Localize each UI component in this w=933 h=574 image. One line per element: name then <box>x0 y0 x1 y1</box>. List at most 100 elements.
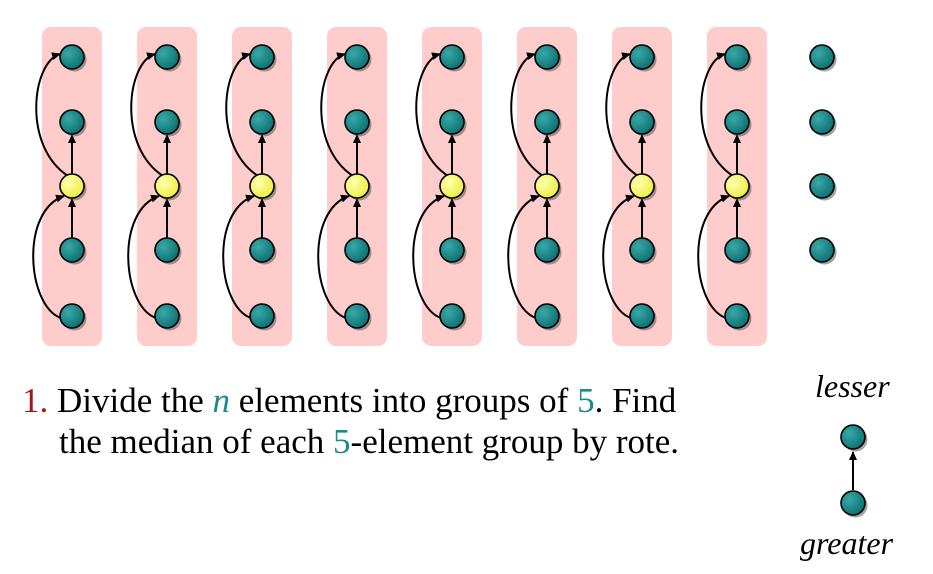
element-circle-icon <box>249 44 277 72</box>
circle-body <box>840 424 866 450</box>
group-size-number: 5 <box>577 381 595 420</box>
line2-after: -element group by rote. <box>350 422 680 461</box>
circle-body <box>59 237 85 263</box>
circle-body <box>534 303 560 329</box>
circle-body <box>249 173 275 199</box>
step-line-1: 1. Divide the n elements into groups of … <box>22 380 679 421</box>
circle-body <box>724 173 750 199</box>
circle-body <box>344 237 370 263</box>
circle-body <box>344 303 370 329</box>
element-circle-icon <box>154 109 182 137</box>
circle-body <box>724 109 750 135</box>
circle-body <box>534 44 560 70</box>
curved-arrow-from-bottom <box>507 194 540 319</box>
circle-body <box>344 109 370 135</box>
element-circle-icon <box>629 303 657 331</box>
curved-arrow-to-top <box>320 52 354 177</box>
line1-before-n: Divide the <box>48 381 213 420</box>
element-circle-icon <box>249 303 277 331</box>
legend-diagram <box>840 424 868 518</box>
circle-body <box>59 173 85 199</box>
circle-body <box>344 44 370 70</box>
element-circle-icon <box>724 237 752 265</box>
leftover-element-icon <box>809 237 837 265</box>
curved-arrow-to-top <box>605 52 639 177</box>
median-circle-icon <box>154 173 182 201</box>
leftover-elements <box>809 44 837 265</box>
median-circle-icon <box>724 173 752 201</box>
circle-body <box>724 237 750 263</box>
line1-end: . Find <box>594 381 677 420</box>
legend-greater-element-icon <box>840 490 868 518</box>
leftover-element-icon <box>809 173 837 201</box>
circle-body <box>629 44 655 70</box>
line1-mid: elements into groups of <box>230 381 578 420</box>
step-line-2: the median of each 5-element group by ro… <box>22 421 679 462</box>
circle-body <box>344 173 370 199</box>
median-circle-icon <box>59 173 87 201</box>
curved-arrow-from-bottom <box>222 194 255 319</box>
circle-body <box>439 44 465 70</box>
line2-before: the median of each <box>59 422 334 461</box>
circle-body <box>629 303 655 329</box>
circle-body <box>59 109 85 135</box>
group-size-number-2: 5 <box>333 422 351 461</box>
curved-arrow-to-top <box>130 52 164 177</box>
element-circle-icon <box>534 237 562 265</box>
group-column <box>317 27 387 346</box>
element-circle-icon <box>59 44 87 72</box>
circle-body <box>809 109 835 135</box>
circle-body <box>249 237 275 263</box>
circle-body <box>439 173 465 199</box>
element-circle-icon <box>154 237 182 265</box>
element-circle-icon <box>249 109 277 137</box>
element-circle-icon <box>724 303 752 331</box>
element-circle-icon <box>344 44 372 72</box>
circle-body <box>534 173 560 199</box>
circle-body <box>154 44 180 70</box>
circle-body <box>724 44 750 70</box>
curved-arrow-to-top <box>415 52 449 177</box>
curved-arrow-to-top <box>700 52 734 177</box>
median-circle-icon <box>439 173 467 201</box>
circle-body <box>439 237 465 263</box>
legend-greater-label: greater <box>800 525 894 561</box>
element-circle-icon <box>534 303 562 331</box>
median-circle-icon <box>344 173 372 201</box>
curved-arrow-from-bottom <box>602 194 635 319</box>
groups-layer <box>32 27 767 346</box>
element-circle-icon <box>154 44 182 72</box>
circle-body <box>809 173 835 199</box>
element-circle-icon <box>249 237 277 265</box>
element-circle-icon <box>534 44 562 72</box>
curved-arrow-from-bottom <box>127 194 160 319</box>
circle-body <box>249 303 275 329</box>
curved-arrow-from-bottom <box>412 194 445 319</box>
group-column <box>32 27 102 346</box>
circle-body <box>59 44 85 70</box>
element-circle-icon <box>724 44 752 72</box>
circle-body <box>809 44 835 70</box>
leftover-element-icon <box>809 44 837 72</box>
circle-body <box>629 173 655 199</box>
circle-body <box>154 303 180 329</box>
element-circle-icon <box>534 109 562 137</box>
element-circle-icon <box>59 109 87 137</box>
group-column <box>697 27 767 346</box>
circle-body <box>249 109 275 135</box>
element-circle-icon <box>59 303 87 331</box>
group-column <box>602 27 672 346</box>
circle-body <box>439 303 465 329</box>
step-description: 1. Divide the n elements into groups of … <box>22 380 679 462</box>
element-circle-icon <box>439 237 467 265</box>
leftover-element-icon <box>809 109 837 137</box>
element-circle-icon <box>344 109 372 137</box>
circle-body <box>154 237 180 263</box>
circle-body <box>534 109 560 135</box>
circle-body <box>59 303 85 329</box>
circle-body <box>809 237 835 263</box>
curved-arrow-from-bottom <box>32 194 65 319</box>
circle-body <box>154 173 180 199</box>
curved-arrow-to-top <box>35 52 69 177</box>
variable-n: n <box>212 381 231 420</box>
